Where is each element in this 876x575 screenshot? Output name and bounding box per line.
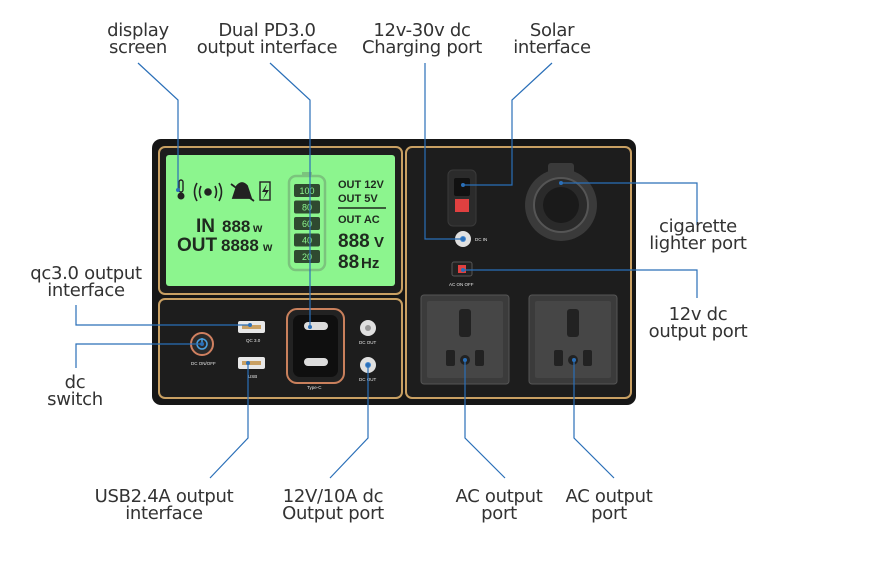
thermometer-icon bbox=[177, 179, 185, 200]
lcd-in-value: 888 bbox=[222, 217, 250, 236]
battery-segment-label: 20 bbox=[302, 252, 312, 262]
charging-bolt-icon bbox=[259, 181, 271, 201]
ac-socket-2 bbox=[528, 294, 618, 385]
wireless-icon bbox=[193, 182, 223, 202]
alarm-off-icon bbox=[230, 182, 255, 202]
battery-segment bbox=[294, 200, 320, 214]
lcd-volt-unit: V bbox=[374, 234, 384, 251]
leader-lines bbox=[75, 62, 698, 479]
battery-segment-label: 100 bbox=[299, 186, 314, 196]
lcd-volt-value: 888 bbox=[338, 231, 370, 252]
lcd-out12-label: OUT 12V bbox=[338, 179, 385, 191]
battery-segment bbox=[294, 217, 320, 230]
lcd-out5-label: OUT 5V bbox=[338, 193, 378, 205]
battery-segment-label: 60 bbox=[302, 219, 312, 229]
battery-segment-label: 80 bbox=[302, 203, 312, 213]
battery-segment bbox=[294, 233, 320, 247]
leader-dots bbox=[176, 181, 576, 367]
lcd-hz-value: 88 bbox=[338, 252, 359, 273]
lcd-out-label: OUT bbox=[177, 235, 218, 256]
usb-text: USB bbox=[248, 374, 257, 379]
type-c-text: Type-C bbox=[307, 385, 322, 390]
lcd-out-unit: w bbox=[262, 240, 273, 254]
battery-segment bbox=[294, 184, 320, 197]
ac-onoff-text: AC ON OFF bbox=[449, 282, 474, 287]
battery-segment-label: 40 bbox=[302, 236, 312, 246]
qc30-text: QC 3.0 bbox=[246, 338, 261, 343]
lcd-in-unit: w bbox=[252, 221, 263, 235]
dc-onoff-text: DC ON/OFF bbox=[191, 361, 216, 366]
battery-level-group: 100 80 60 40 20 bbox=[294, 184, 320, 263]
cigarette-lighter-port bbox=[525, 163, 597, 241]
type-c-port-2 bbox=[304, 358, 328, 366]
battery-segment bbox=[294, 250, 320, 263]
battery-gauge bbox=[287, 172, 327, 272]
display-screen bbox=[166, 155, 395, 286]
lcd-in-label: IN bbox=[196, 216, 215, 237]
lcd-out-value: 8888 bbox=[221, 236, 259, 255]
solar-interface-port bbox=[447, 169, 477, 227]
type-c-port-1 bbox=[304, 322, 328, 330]
lcd-outac-label: OUT AC bbox=[338, 214, 380, 226]
dc-in-text: DC IN bbox=[475, 237, 487, 242]
lcd-hz-unit: Hz bbox=[361, 255, 379, 272]
dc-out-text-1: DC OUT bbox=[359, 340, 376, 345]
ac-socket-1 bbox=[420, 294, 510, 385]
